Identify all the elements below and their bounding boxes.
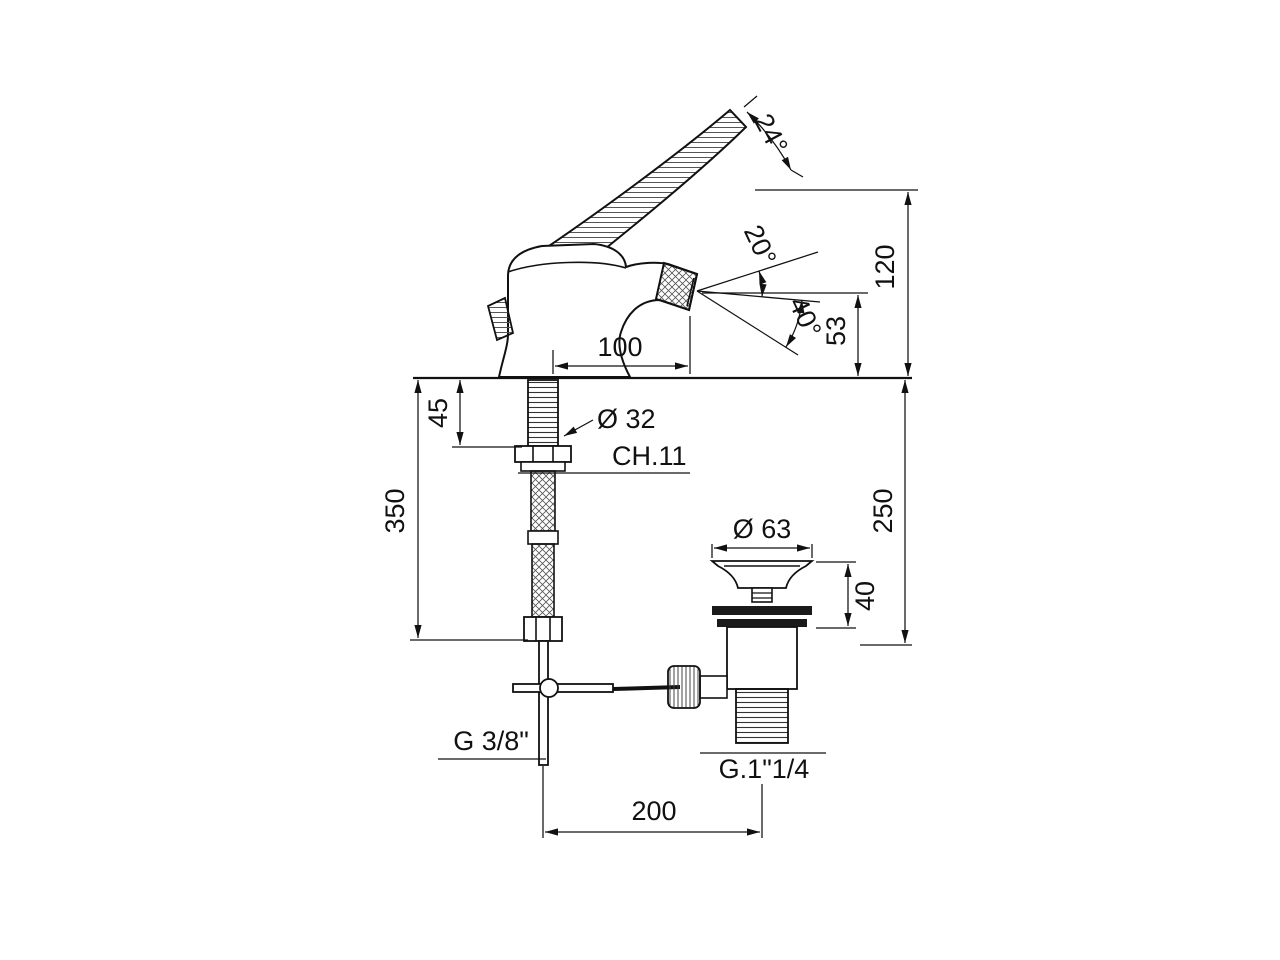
angle-arc-24 [746,111,792,171]
dim-label-40: 40 [850,581,880,611]
aerator-face-line [686,277,695,307]
dim-label-100: 100 [597,332,642,362]
faucet-assembly [413,108,912,380]
washer [520,461,566,472]
angle-24-ext-top [743,95,758,108]
dim-label-200: 200 [631,796,676,826]
hose-fitting [527,530,559,545]
hose-end-nut [523,616,563,642]
dim-label-ch11: CH.11 [612,441,687,471]
drain-tailpiece [735,688,789,744]
popup-ball-joint [539,678,559,698]
angle-24-ext-bottom [790,169,804,178]
dim-label-350: 350 [380,488,410,533]
drain-flange [709,560,815,589]
faucet-cap-seam [507,261,627,273]
flexible-hose-lower [531,543,555,618]
leader-line-32 [563,419,594,437]
drain-body [726,626,798,690]
dim-label-dia32: Ø 32 [597,404,656,434]
plug-stem [751,587,773,603]
dim-label-45: 45 [423,398,453,428]
dim-label-120: 120 [870,244,900,289]
flexible-hose-upper [530,470,556,532]
dimension-labels: 24° 20° 40° 120 53 100 45 Ø 32 CH.11 350… [380,109,900,826]
dim-label-g38: G 3/8" [453,726,529,756]
spray-line-lower [696,290,799,356]
popup-lever-bar [512,683,614,693]
angle-arc-20 [758,270,767,298]
side-knob [486,296,515,342]
threaded-shank [527,379,559,447]
spray-line-upper [696,251,819,292]
mounting-nut [514,445,572,463]
dim-label-250: 250 [868,488,898,533]
knurled-nut [667,665,701,709]
rubber-washer-lower [717,619,807,627]
dim-label-53: 53 [821,316,851,346]
angle-arc-40 [785,299,805,348]
rod-boss [699,675,728,699]
aerator [654,261,699,312]
faucet-body [497,242,699,378]
hose-tail [538,640,549,766]
drain-assembly [667,560,815,744]
dimension-lines [410,95,918,838]
rubber-washer-upper [712,606,812,615]
dim-label-dia63: Ø 63 [733,514,792,544]
dim-label-g114: G.1"1/4 [719,754,810,784]
